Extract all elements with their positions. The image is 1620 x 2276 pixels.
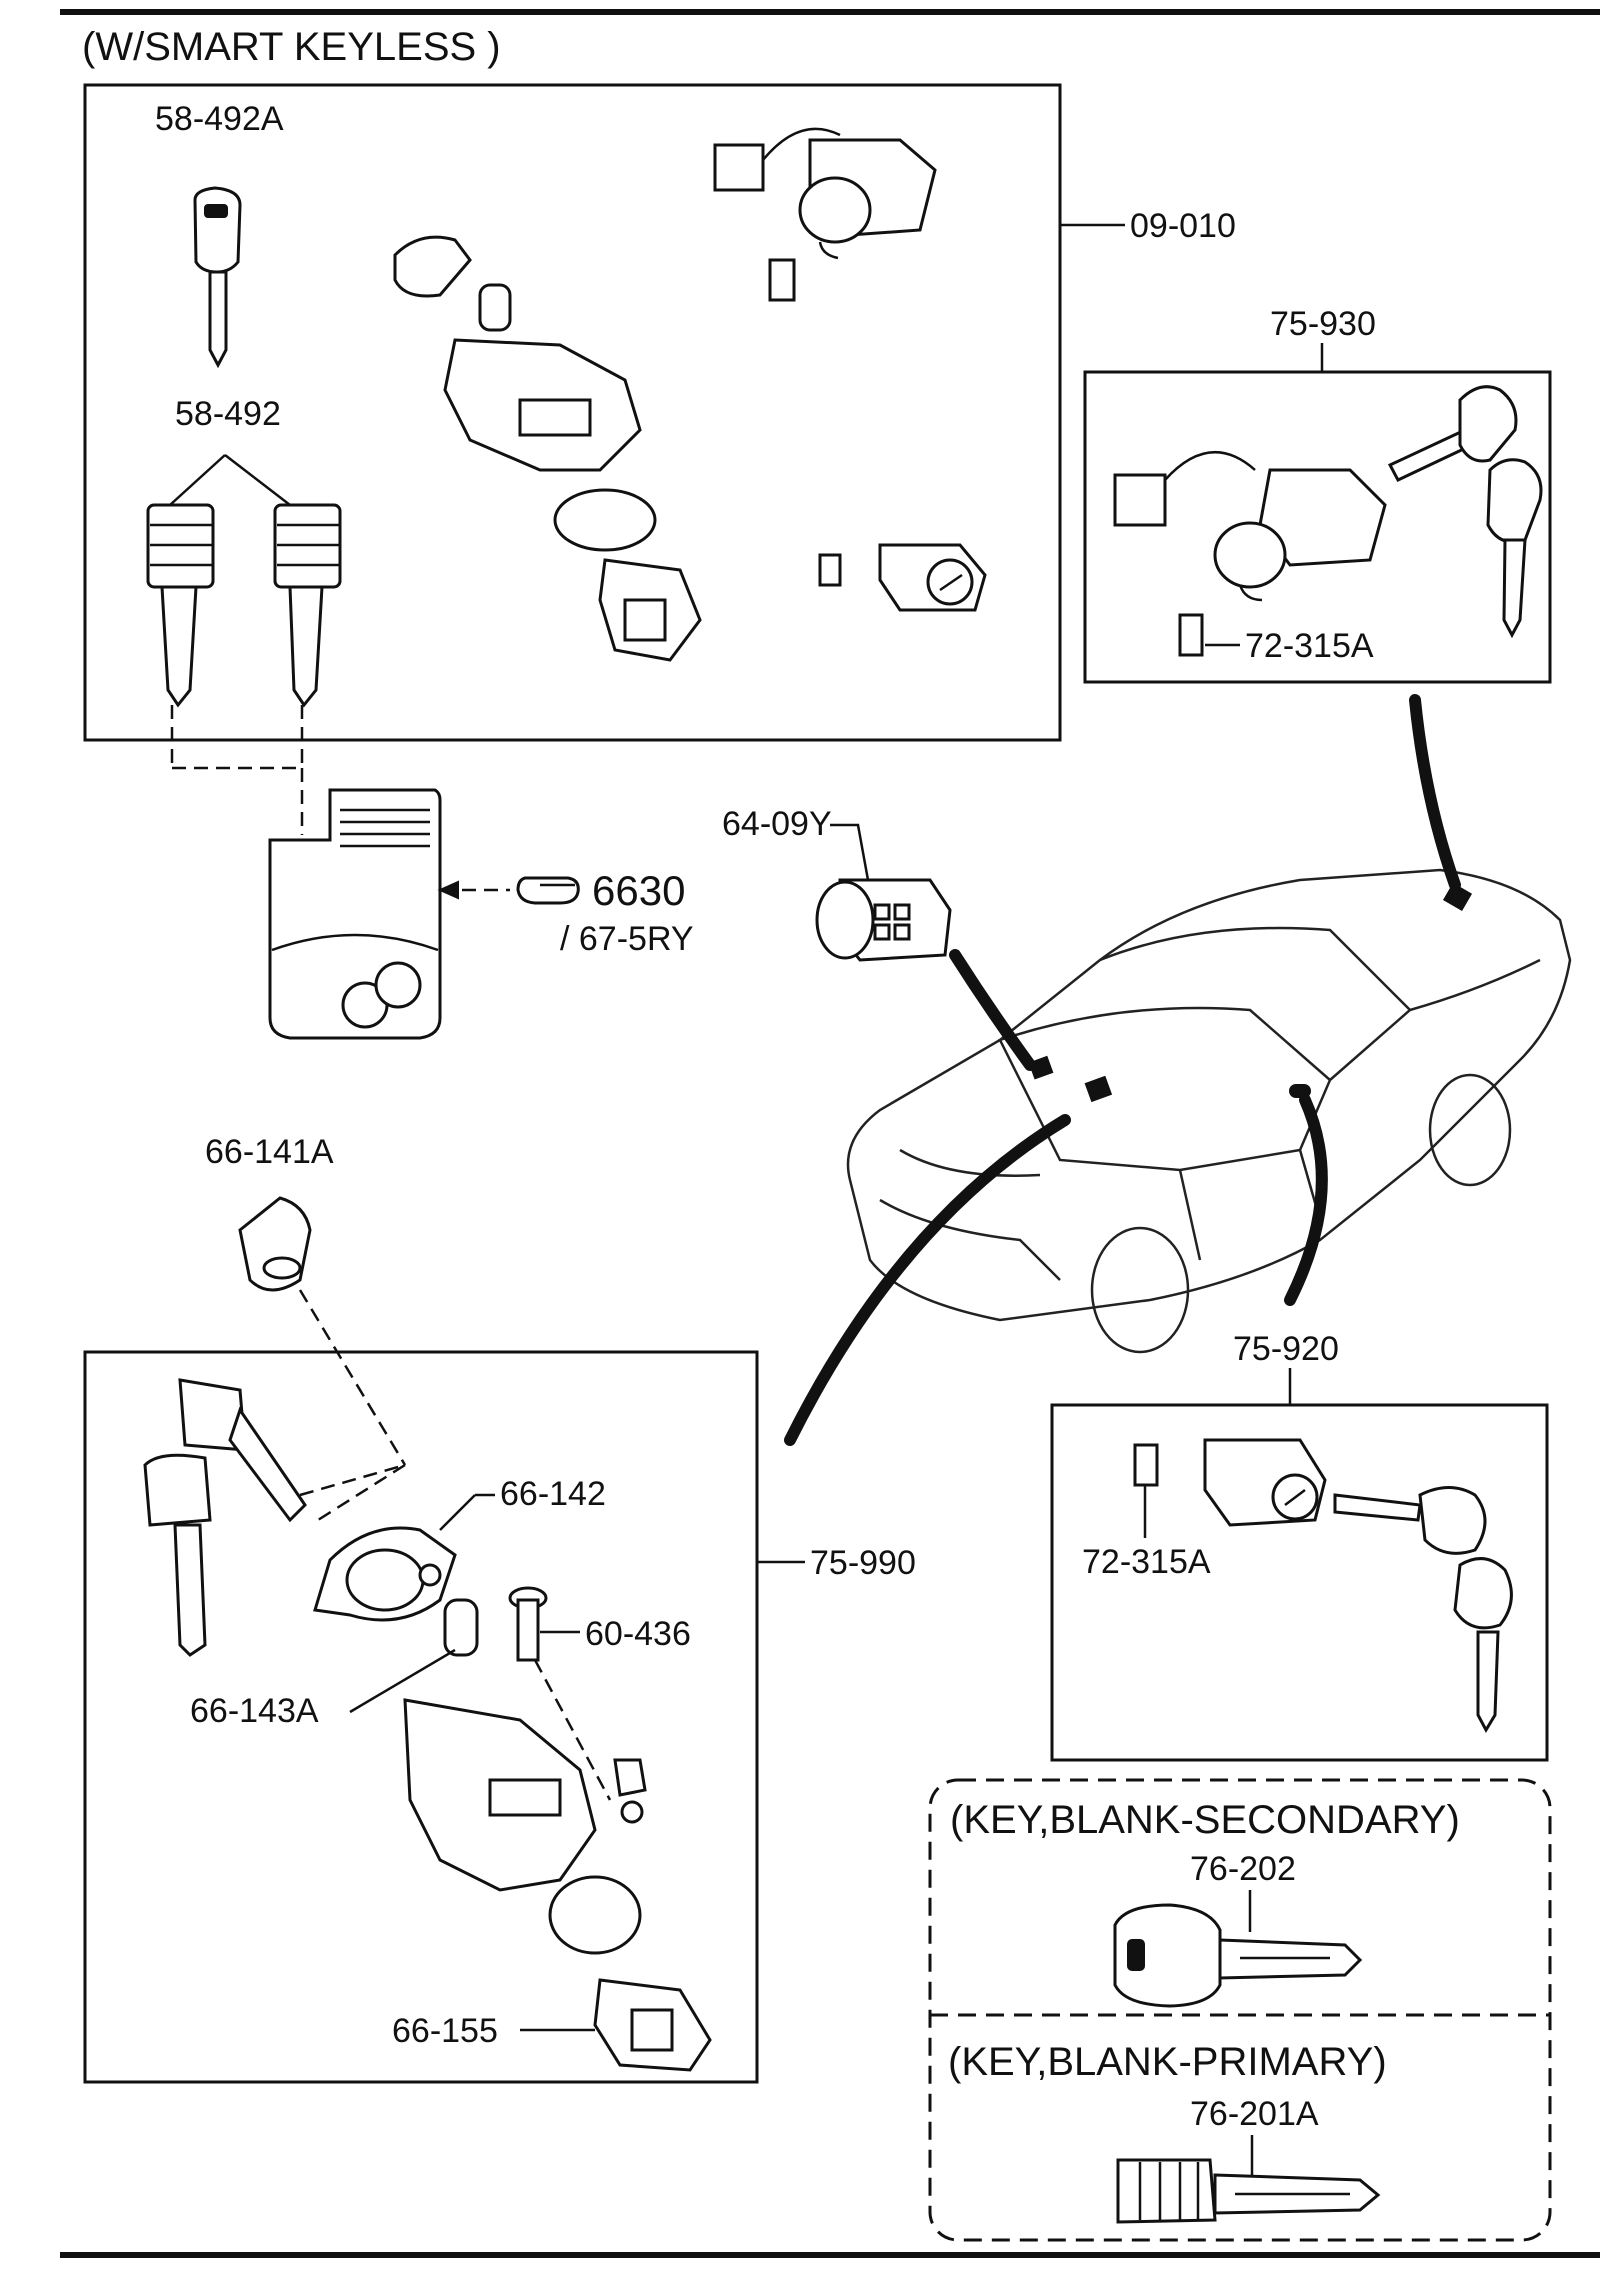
- steering-lock-75-930-drawing: [1113, 450, 1387, 657]
- ref-67-5ry: / 67-5RY: [560, 920, 694, 958]
- label-66-141a: 66-141A: [205, 1133, 334, 1171]
- label-66-142: 66-142: [500, 1475, 606, 1513]
- key-cylinder-66-142-drawing: [313, 1526, 457, 1622]
- steering-lock-upper-drawing: [713, 127, 937, 302]
- label-76-202: 76-202: [1190, 1850, 1296, 1888]
- key-58-492a-drawing: [193, 186, 242, 369]
- label-76-201a: 76-201A: [1190, 2095, 1319, 2133]
- diagram-heading: (W/SMART KEYLESS ): [82, 25, 501, 69]
- ref-6630: 6630: [592, 867, 685, 914]
- label-75-990: 75-990: [810, 1544, 916, 1582]
- leader-66-143a: [349, 1648, 456, 1714]
- switch-66-155-drawing: [593, 1978, 712, 2072]
- smart-key-fob-drawing: [268, 788, 442, 1040]
- door-cylinder-75-920-drawing: [1133, 1438, 1327, 1527]
- ignition-switch-lower-drawing: [403, 1698, 647, 1955]
- door-cylinder-64-09y-drawing: [815, 878, 952, 962]
- assembly-box-75-920: [1050, 1403, 1549, 1762]
- arrow-75-930-to-car: [1409, 694, 1461, 891]
- dash-to-66-142: [317, 1463, 406, 1522]
- keys-75-920-drawing: [1333, 1486, 1513, 1734]
- label-58-492a: 58-492A: [155, 100, 284, 138]
- key-58-492-left-drawing: [146, 503, 215, 708]
- leader-58-492-right: [224, 454, 291, 506]
- label-09-010: 09-010: [1130, 207, 1236, 245]
- key-primary-title: (KEY,BLANK-PRIMARY): [948, 2040, 1387, 2084]
- label-75-930: 75-930: [1270, 305, 1376, 343]
- key-58-492-right-drawing: [273, 503, 342, 708]
- dash-keys-75-990: [299, 1463, 406, 1497]
- key-blank-primary-drawing: [1116, 2158, 1381, 2224]
- label-66-155: 66-155: [392, 2012, 498, 2050]
- label-72-315a-top: 72-315A: [1245, 627, 1374, 665]
- label-60-436: 60-436: [585, 1615, 691, 1653]
- key-cap-66-141a-drawing: [238, 1196, 312, 1292]
- arrow-75-990-to-car: [784, 1114, 1071, 1446]
- bolt-60-436-drawing: [508, 1586, 548, 1662]
- leader-66-142-a: [439, 1494, 476, 1531]
- assembly-box-75-990: [83, 1350, 759, 2084]
- keys-75-930-drawing: [1387, 385, 1543, 639]
- arrow-64-09y-to-car: [949, 949, 1036, 1071]
- assembly-box-09-010: [83, 83, 1062, 742]
- arrow-75-920-to-car: [1284, 1094, 1328, 1306]
- dash-66-141a: [298, 1289, 407, 1466]
- label-58-492: 58-492: [175, 395, 281, 433]
- leader-64-09y: [830, 823, 870, 881]
- key-blank-box: [928, 1778, 1552, 2242]
- label-75-920: 75-920: [1233, 1330, 1339, 1368]
- assembly-box-75-930: [1083, 370, 1552, 684]
- vehicle-outline-drawing: [846, 868, 1572, 1354]
- label-64-09y: 64-09Y: [722, 805, 832, 843]
- keys-75-990-drawing: [143, 1378, 307, 1657]
- arrow-fob-ref: [437, 880, 459, 900]
- key-secondary-title: (KEY,BLANK-SECONDARY): [950, 1798, 1460, 1842]
- ignition-switch-upper-drawing: [393, 235, 702, 662]
- dash-60-436: [533, 1659, 612, 1801]
- leader-58-492-left: [169, 454, 226, 506]
- pin-66-143a-drawing: [443, 1598, 479, 1657]
- label-66-143a: 66-143A: [190, 1692, 319, 1730]
- door-cylinder-upper-drawing: [818, 543, 987, 612]
- key-blank-secondary-drawing: [1113, 1903, 1363, 2008]
- hand-pointer-icon: [516, 876, 580, 905]
- label-72-315a-mid: 72-315A: [1082, 1543, 1211, 1581]
